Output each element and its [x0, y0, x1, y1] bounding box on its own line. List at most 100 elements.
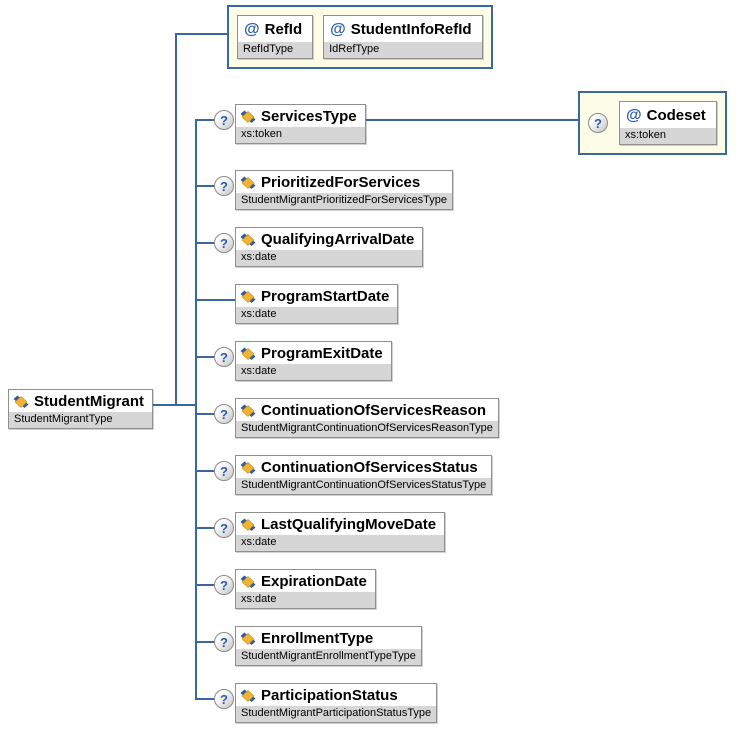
- connector-row-lastqualifyingmovedate: [195, 527, 221, 529]
- optional-indicator: ?: [214, 404, 234, 424]
- element-icon: [240, 233, 256, 246]
- connector-row-continuationofservicesstatus: [195, 470, 221, 472]
- element-icon: [240, 575, 256, 588]
- attribute-name: Codeset: [646, 107, 706, 124]
- element-icon: [240, 518, 256, 531]
- element-name: ParticipationStatus: [261, 687, 398, 704]
- element-row-enrollmenttype: ? EnrollmentType StudentMigrantEnrollmen…: [214, 626, 422, 666]
- connector-row-participationstatus: [195, 698, 221, 700]
- attribute-type: RefIdType: [238, 42, 313, 58]
- element-row-servicestype: ? ServicesType xs:token: [214, 104, 366, 144]
- connector-attributes-vertical: [175, 33, 177, 406]
- codeset-group-box: ? @ Codeset xs:token: [578, 91, 727, 155]
- element-box-expirationdate[interactable]: ExpirationDate xs:date: [235, 569, 376, 609]
- element-box-participationstatus[interactable]: ParticipationStatus StudentMigrantPartic…: [235, 683, 438, 723]
- optional-indicator: ?: [214, 632, 234, 652]
- element-name: EnrollmentType: [261, 630, 374, 647]
- element-box-programexitdate[interactable]: ProgramExitDate xs:date: [235, 341, 392, 381]
- attribute-box-refid[interactable]: @ RefId RefIdType: [237, 15, 314, 59]
- element-box-enrollmenttype[interactable]: EnrollmentType StudentMigrantEnrollmentT…: [235, 626, 422, 666]
- element-type: xs:date: [236, 535, 445, 551]
- optional-indicator: ?: [214, 233, 234, 253]
- optional-indicator: ?: [214, 689, 234, 709]
- element-box-prioritizedforservices[interactable]: PrioritizedForServices StudentMigrantPri…: [235, 170, 454, 210]
- attribute-box-codeset[interactable]: @ Codeset xs:token: [619, 101, 717, 145]
- element-row-studentmigrant: StudentMigrant StudentMigrantType: [8, 389, 153, 429]
- element-icon: [240, 110, 256, 123]
- element-type: xs:token: [236, 127, 365, 143]
- element-name: ServicesType: [261, 108, 357, 125]
- element-row-expirationdate: ? ExpirationDate xs:date: [214, 569, 376, 609]
- connector-row-continuationofservicesreason: [195, 413, 221, 415]
- connector-row-servicestype: [195, 119, 221, 121]
- connector-row-prioritizedforservices: [195, 185, 221, 187]
- element-icon: [240, 347, 256, 360]
- element-row-continuationofservicesreason: ? ContinuationOfServicesReason StudentMi…: [214, 398, 499, 438]
- element-name: ProgramStartDate: [261, 288, 390, 305]
- element-icon: [240, 461, 256, 474]
- connector-row-enrollmenttype: [195, 641, 221, 643]
- element-box-qualifyingarrivaldate[interactable]: QualifyingArrivalDate xs:date: [235, 227, 424, 267]
- element-type: StudentMigrantPrioritizedForServicesType: [236, 193, 453, 209]
- element-icon: [240, 404, 256, 417]
- optional-indicator: ?: [214, 110, 234, 130]
- attribute-type: IdRefType: [324, 42, 482, 58]
- optional-indicator: ?: [214, 176, 234, 196]
- connector-root-horizontal: [150, 404, 197, 406]
- element-row-programstartdate: ProgramStartDate xs:date: [214, 284, 399, 324]
- element-icon: [13, 395, 29, 408]
- attribute-at-icon: @: [626, 106, 642, 124]
- attribute-name: StudentInfoRefId: [350, 21, 472, 38]
- element-icon: [240, 689, 256, 702]
- attribute-box-studentinforefid[interactable]: @ StudentInfoRefId IdRefType: [323, 15, 483, 59]
- attributes-group-box: @ RefId RefIdType @ StudentInfoRefId IdR…: [227, 5, 493, 69]
- attribute-name: RefId: [264, 21, 303, 38]
- element-box-servicestype[interactable]: ServicesType xs:token: [235, 104, 366, 144]
- element-name: StudentMigrant: [34, 393, 144, 410]
- element-name: ProgramExitDate: [261, 345, 383, 362]
- element-name: ContinuationOfServicesReason: [261, 402, 487, 419]
- element-type: xs:date: [236, 250, 423, 266]
- element-name: QualifyingArrivalDate: [261, 231, 415, 248]
- attribute-at-icon: @: [330, 20, 346, 38]
- attribute-type: xs:token: [620, 128, 716, 144]
- attribute-at-icon: @: [244, 20, 260, 38]
- element-row-continuationofservicesstatus: ? ContinuationOfServicesStatus StudentMi…: [214, 455, 493, 495]
- optional-indicator: ?: [214, 518, 234, 538]
- element-type: StudentMigrantContinuationOfServicesStat…: [236, 478, 492, 494]
- element-row-lastqualifyingmovedate: ? LastQualifyingMoveDate xs:date: [214, 512, 446, 552]
- connector-row-expirationdate: [195, 584, 221, 586]
- connector-row-programstartdate: [195, 299, 243, 301]
- optional-indicator: ?: [214, 461, 234, 481]
- element-type: xs:date: [236, 307, 398, 323]
- element-type: StudentMigrantContinuationOfServicesReas…: [236, 421, 498, 437]
- connector-children-trunk: [195, 119, 197, 700]
- element-icon: [240, 632, 256, 645]
- connector-servicestype-codeset: [310, 119, 582, 121]
- element-name: ContinuationOfServicesStatus: [261, 459, 478, 476]
- element-type: StudentMigrantParticipationStatusType: [236, 706, 437, 722]
- element-row-prioritizedforservices: ? PrioritizedForServices StudentMigrantP…: [214, 170, 454, 210]
- element-box-programstartdate[interactable]: ProgramStartDate xs:date: [235, 284, 399, 324]
- element-name: PrioritizedForServices: [261, 174, 421, 191]
- connector-row-qualifyingarrivaldate: [195, 242, 221, 244]
- element-name: LastQualifyingMoveDate: [261, 516, 437, 533]
- element-row-programexitdate: ? ProgramExitDate xs:date: [214, 341, 392, 381]
- element-type: StudentMigrantEnrollmentTypeType: [236, 649, 421, 665]
- element-row-qualifyingarrivaldate: ? QualifyingArrivalDate xs:date: [214, 227, 424, 267]
- optional-indicator: ?: [214, 575, 234, 595]
- element-type: xs:date: [236, 592, 375, 608]
- connector-row-programexitdate: [195, 356, 221, 358]
- element-row-participationstatus: ? ParticipationStatus StudentMigrantPart…: [214, 683, 438, 723]
- element-box-studentmigrant[interactable]: StudentMigrant StudentMigrantType: [8, 389, 153, 429]
- element-icon: [240, 176, 256, 189]
- element-type: StudentMigrantType: [9, 412, 152, 428]
- element-name: ExpirationDate: [261, 573, 367, 590]
- connector-attributes-horizontal: [175, 33, 228, 35]
- element-box-continuationofservicesstatus[interactable]: ContinuationOfServicesStatus StudentMigr…: [235, 455, 493, 495]
- element-box-lastqualifyingmovedate[interactable]: LastQualifyingMoveDate xs:date: [235, 512, 446, 552]
- element-icon: [240, 290, 256, 303]
- element-type: xs:date: [236, 364, 391, 380]
- element-box-continuationofservicesreason[interactable]: ContinuationOfServicesReason StudentMigr…: [235, 398, 499, 438]
